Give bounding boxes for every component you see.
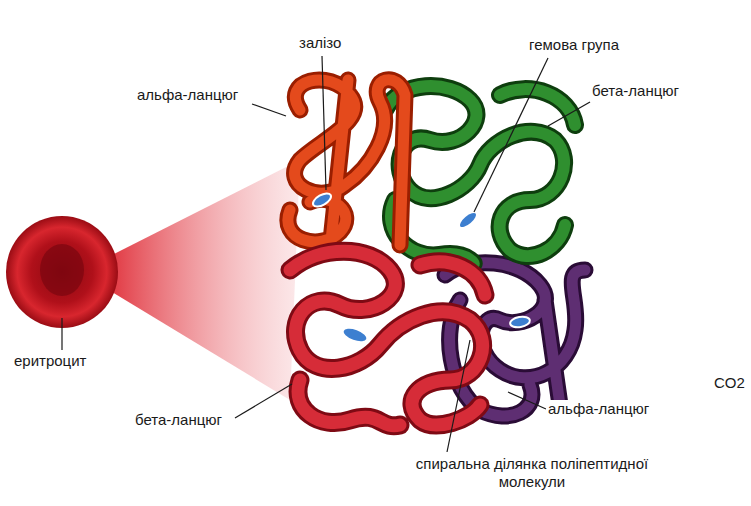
alpha-chain-orange xyxy=(288,80,405,250)
leader-lines xyxy=(62,56,590,452)
part-label: бета-ланцюг xyxy=(590,82,681,100)
part-label: CO2 xyxy=(712,374,747,392)
alpha-chain-purple xyxy=(445,263,585,416)
beta-chain-green xyxy=(385,86,575,264)
part-label: залізо xyxy=(297,34,343,52)
erythrocyte-center xyxy=(40,244,84,296)
beta-chain-red xyxy=(290,251,485,426)
erythrocyte xyxy=(6,216,118,328)
heme-groups xyxy=(311,191,531,345)
part-label: альфа-ланцюг xyxy=(546,400,651,418)
part-label: еритроцит xyxy=(12,352,88,370)
part-label: бета-ланцюг xyxy=(133,411,224,429)
part-label: гемова група xyxy=(527,36,621,54)
zoom-cone xyxy=(112,160,300,400)
part-label: альфа-ланцюг xyxy=(135,86,240,104)
part-label: спиральна ділянка поліпептидної молекули xyxy=(385,455,679,491)
